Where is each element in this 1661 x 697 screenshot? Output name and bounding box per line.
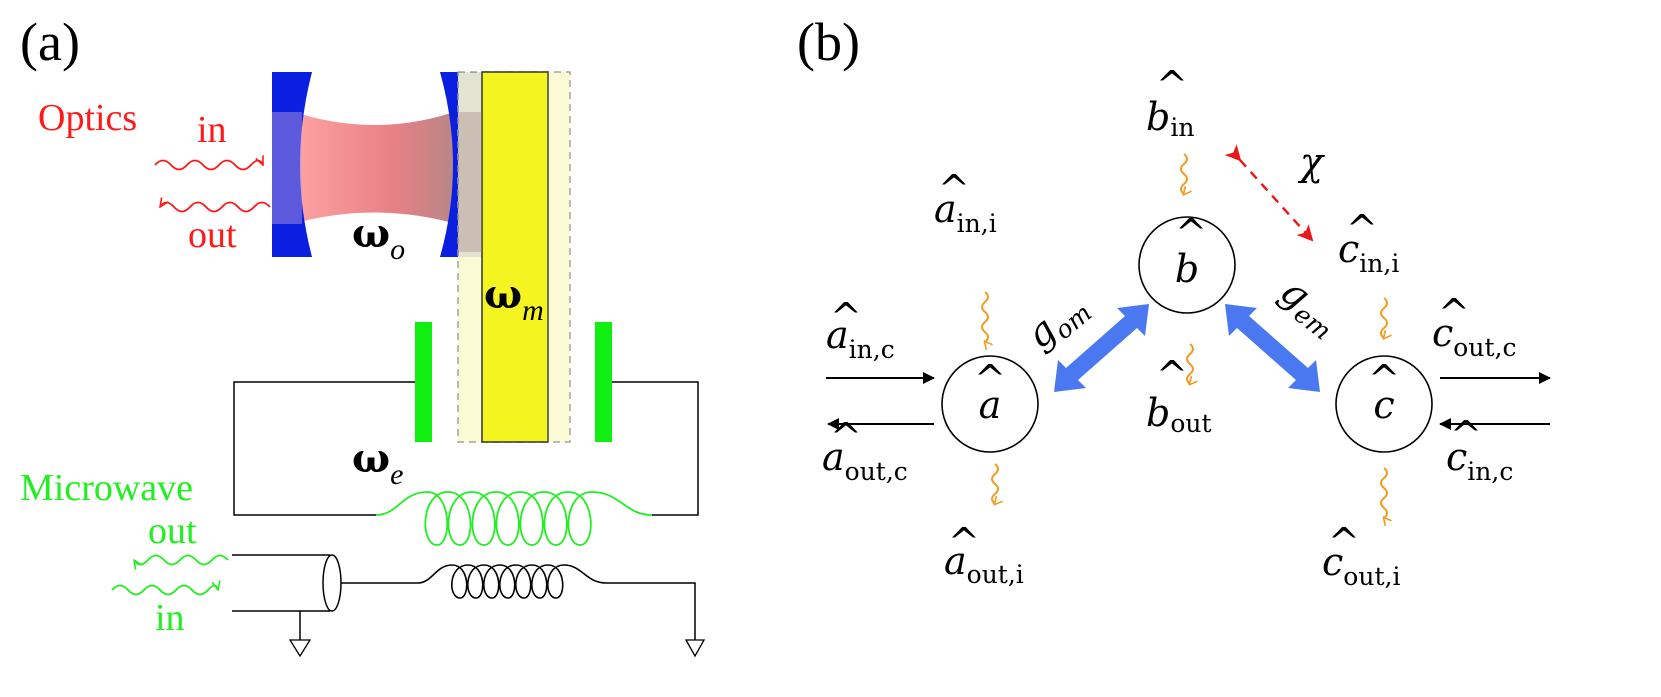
- panel-b-label: (b): [797, 12, 860, 72]
- optics-label: Optics: [38, 97, 137, 139]
- coupling-arrow-om: [1054, 304, 1149, 392]
- microwave-out-wave-arrow: [134, 554, 229, 565]
- svg-text:^: ^: [1346, 207, 1378, 251]
- mode-a-symbol: a: [979, 383, 1002, 427]
- mode-c-symbol: c: [1373, 383, 1394, 427]
- omega-e-label: ωe: [352, 435, 403, 491]
- port-a-out-i: ^ aout,i: [944, 520, 1024, 589]
- c-out-i-noise-arrow: [1380, 467, 1387, 518]
- chi-coupling-arrow: [1224, 144, 1314, 242]
- microwave-in-label: in: [155, 597, 185, 639]
- port-a-in-i: ^ ain,i: [934, 167, 997, 238]
- mode-node-b: b ^: [1138, 211, 1236, 314]
- hat: ^: [974, 357, 1006, 401]
- panel-b: (b) a ^ b ^ c ^ gom gem χ: [797, 12, 1551, 591]
- b-out-noise-arrow: [1186, 343, 1193, 384]
- port-c-out-i: ^ cout,i: [1322, 520, 1400, 591]
- svg-text:cin,i: cin,i: [1338, 227, 1399, 278]
- svg-text:^: ^: [1438, 291, 1470, 335]
- port-a-out-c: ^ aout,c: [822, 415, 908, 486]
- chi-label: χ: [1297, 140, 1325, 184]
- optics-in-label: in: [197, 109, 227, 151]
- optics-out-label: out: [188, 214, 237, 256]
- svg-text:^: ^: [1156, 63, 1188, 107]
- coupling-om-label: gom: [1018, 283, 1098, 361]
- circuit-wire-left: [233, 381, 415, 516]
- a-out-i-noise-arrow: [991, 463, 998, 504]
- microwave-out-label: out: [148, 510, 197, 552]
- circuit-wire-right: [612, 381, 699, 516]
- svg-text:cout,i: cout,i: [1322, 540, 1400, 591]
- omega-m-label: ωm: [484, 271, 544, 327]
- optics-out-wave-arrow: [160, 203, 271, 213]
- microwave-in-wave-arrow: [111, 586, 218, 596]
- panel-a: (a) Optics in out ωo ωm ωe: [20, 12, 706, 658]
- svg-text:cin,c: cin,c: [1446, 435, 1513, 486]
- optics-in-wave-arrow: [154, 161, 264, 171]
- a-in-i-noise-arrow: [981, 291, 988, 342]
- svg-text:ain,c: ain,c: [826, 313, 895, 364]
- port-b-out: ^ bout: [1146, 353, 1212, 438]
- mechanical-membrane: [481, 71, 549, 443]
- svg-text:^: ^: [1328, 520, 1360, 564]
- port-c-in-c: ^ cin,c: [1446, 413, 1513, 486]
- hat: ^: [1368, 357, 1400, 401]
- b-in-noise-arrow: [1180, 153, 1187, 194]
- port-b-in: ^ bin: [1146, 63, 1194, 142]
- readout-wire-right: [606, 582, 696, 640]
- coupling-em-label: gem: [1269, 268, 1349, 345]
- mirror-overlap: [458, 112, 482, 252]
- svg-text:cout,c: cout,c: [1432, 311, 1516, 362]
- mode-node-a: a ^: [941, 355, 1039, 453]
- capacitor-plate-left: [415, 322, 432, 442]
- svg-text:aout,i: aout,i: [944, 539, 1024, 589]
- panel-a-label: (a): [20, 12, 80, 72]
- port-a-in-c: ^ ain,c: [826, 295, 895, 364]
- omega-o-label: ωo: [352, 210, 405, 266]
- port-c-out-c: ^ cout,c: [1432, 291, 1516, 362]
- capacitor-plate-right: [595, 322, 612, 442]
- c-in-i-noise-arrow: [1380, 297, 1387, 338]
- hat: ^: [1175, 211, 1207, 255]
- svg-text:^: ^: [830, 415, 862, 459]
- microwave-label: Microwave: [20, 467, 193, 509]
- svg-text:aout,c: aout,c: [822, 435, 908, 486]
- svg-text:^: ^: [948, 520, 980, 564]
- svg-text:bin: bin: [1146, 95, 1194, 142]
- port-c-in-i: ^ cin,i: [1338, 207, 1399, 278]
- mode-b-symbol: b: [1175, 247, 1199, 291]
- ground-symbol-right: [684, 639, 706, 658]
- left-cavity-mirror: [272, 72, 312, 257]
- ground-symbol-left: [288, 639, 312, 658]
- svg-text:ain,i: ain,i: [934, 187, 997, 238]
- microwave-inductor-coil-green: [375, 491, 653, 546]
- svg-text:^: ^: [1450, 413, 1482, 457]
- svg-text:^: ^: [938, 167, 970, 211]
- mode-node-c: c ^: [1335, 355, 1433, 453]
- svg-text:bout: bout: [1146, 391, 1212, 438]
- coupling-arrow-em: [1225, 304, 1320, 392]
- coax-connector: [322, 554, 342, 612]
- left-mirror-highlight: [272, 112, 302, 224]
- svg-text:^: ^: [1156, 353, 1188, 397]
- svg-text:^: ^: [830, 295, 862, 339]
- readout-inductor-coil-black: [417, 564, 607, 599]
- optical-cavity-beam: [288, 110, 460, 225]
